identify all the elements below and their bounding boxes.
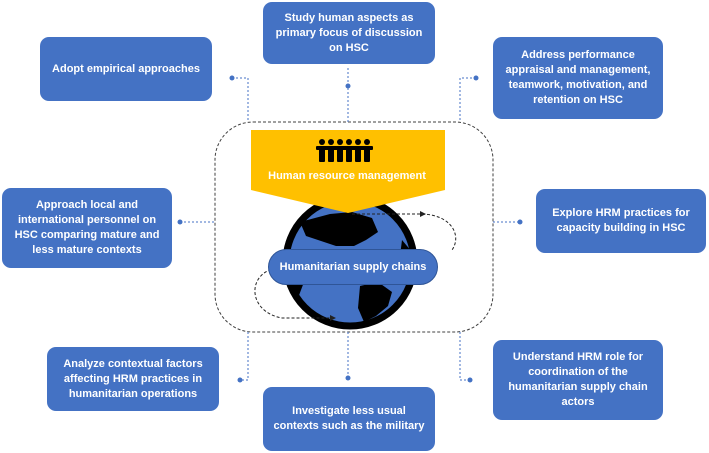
connector-bottom-right [459,332,470,381]
orbit-arrowhead-top [420,211,426,217]
connector-dots [177,75,523,383]
box-bottom: Investigate less usual contexts such as … [263,387,435,451]
connector-top-left [232,77,249,122]
box-middle-right: Explore HRM practices for capacity build… [536,189,706,253]
box-bottom-left: Analyze contextual factors affecting HRM… [47,347,219,411]
hrm-label: Human resource management [268,170,426,182]
globe-land-south [358,282,392,322]
connectors [180,68,520,381]
hsc-label: Humanitarian supply chains [268,249,438,285]
orbit-arrowhead-bottom [330,315,336,321]
box-top: Study human aspects as primary focus of … [263,2,435,64]
box-top-left: Adopt empirical approaches [40,37,212,101]
center-frame [214,121,494,333]
people-group-icon [316,139,373,162]
box-bottom-right: Understand HRM role for coordination of … [493,340,663,420]
globe-land-north [300,212,378,246]
connector-bottom-left [240,332,249,381]
orbit-arrows [254,213,457,319]
box-middle-left: Approach local and international personn… [2,188,172,268]
box-top-right: Address performance appraisal and manage… [493,37,663,119]
connector-top-right [459,77,476,122]
hrm-banner [251,130,445,213]
